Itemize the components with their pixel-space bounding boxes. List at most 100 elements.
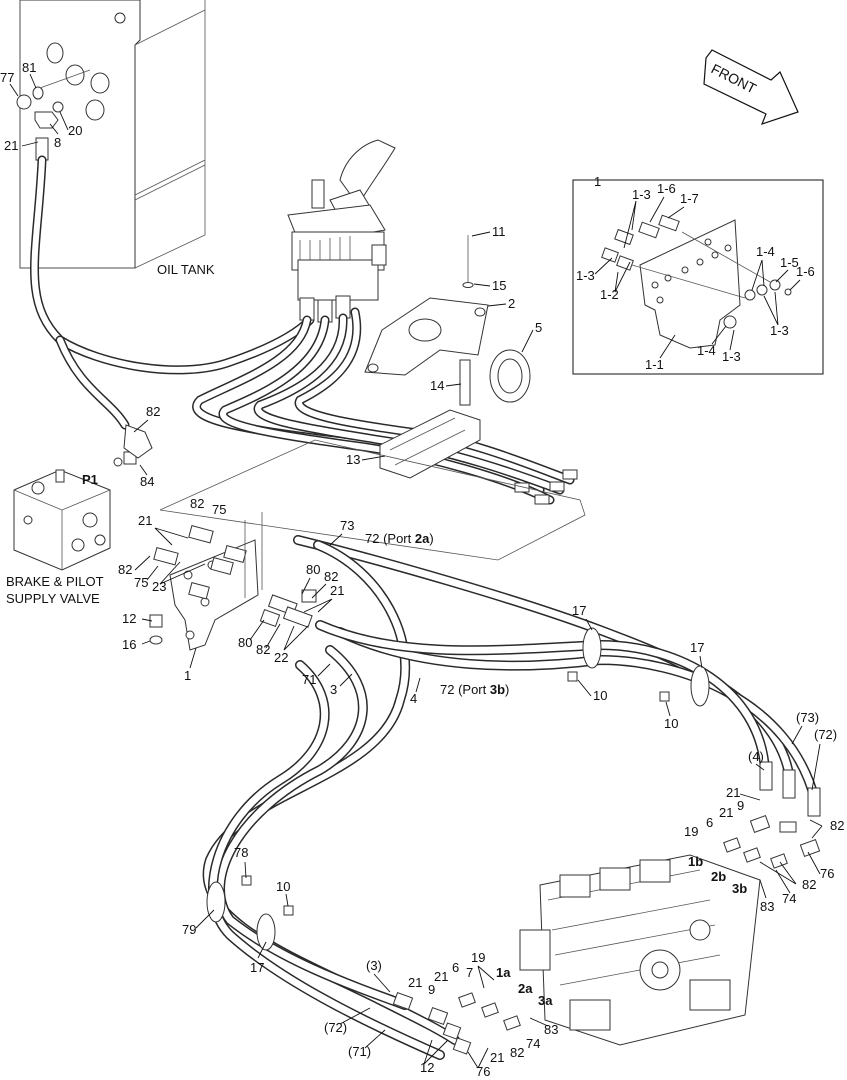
brake-pilot-supply-valve (13, 424, 153, 571)
port-1a: 1a (496, 965, 511, 980)
callout-84: 84 (140, 474, 154, 489)
inset-callout-1-2: 1-2 (600, 287, 619, 302)
callout-21-c: 21 (330, 583, 344, 598)
callout-83-a: 83 (760, 899, 774, 914)
callout-7: 7 (466, 965, 473, 980)
oil-tank-label: OIL TANK (157, 262, 215, 277)
callout-74-b: 74 (526, 1036, 540, 1051)
callout-73: 73 (340, 518, 354, 533)
callout-82-g: 82 (802, 877, 816, 892)
bottom-hose-ends (392, 991, 521, 1055)
callout-19-b: 19 (471, 950, 485, 965)
port-2a-label: 72 (Port 2a) (365, 531, 434, 546)
callout-8: 8 (54, 135, 61, 150)
callout-21-e: 21 (719, 805, 733, 820)
callout-6-b: 6 (452, 960, 459, 975)
inset-callout-1-4-b: 1-4 (697, 343, 716, 358)
callout-82-a: 82 (146, 404, 160, 419)
tank-outlet-fitting (16, 69, 91, 161)
port-2a: 2a (518, 981, 533, 996)
callout-83-b: 83 (544, 1022, 558, 1037)
port-3b-label: 72 (Port 3b) (440, 682, 509, 697)
inset-callout-1: 1 (594, 174, 601, 189)
callout-22: 22 (274, 650, 288, 665)
port-1b: 1b (688, 854, 703, 869)
leader-lines (9, 73, 823, 1069)
callout-4-ref: (4) (748, 749, 764, 764)
callout-21: 21 (4, 138, 18, 153)
callout-15: 15 (492, 278, 506, 293)
inset-callout-1-6-b: 1-6 (796, 264, 815, 279)
callout-71: 71 (302, 672, 316, 687)
callout-11: 11 (492, 224, 506, 239)
callout-2: 2 (508, 296, 515, 311)
callout-17-c: 17 (250, 960, 264, 975)
inset-callout-1-4-a: 1-4 (756, 244, 775, 259)
callout-4: 4 (410, 691, 417, 706)
front-direction-arrow: FRONT (703, 49, 799, 125)
callout-81: 81 (22, 60, 36, 75)
callout-14: 14 (430, 378, 444, 393)
callout-23: 23 (152, 579, 166, 594)
callout-16: 16 (122, 637, 136, 652)
callout-82-c: 82 (118, 562, 132, 577)
hose-clamps (206, 627, 710, 951)
inset-callout-1-1: 1-1 (645, 357, 664, 372)
left-manifold-bracket (149, 512, 317, 651)
callout-75-a: 75 (212, 502, 226, 517)
callout-71-ref: (71) (348, 1044, 371, 1059)
inset-callout-1-3-a: 1-3 (632, 187, 651, 202)
oil-tank (19, 0, 206, 269)
callout-10-a: 10 (593, 688, 607, 703)
callout-73-ref: (73) (796, 710, 819, 725)
callout-19-a: 19 (684, 824, 698, 839)
callout-9-b: 9 (428, 982, 435, 997)
inset-callout-1-3-d: 1-3 (722, 349, 741, 364)
inset-callout-1-3-c: 1-3 (770, 323, 789, 338)
inset-callout-1-3-b: 1-3 (576, 268, 595, 283)
callout-17-b: 17 (690, 640, 704, 655)
callout-20: 20 (68, 123, 82, 138)
callout-12-b: 12 (420, 1060, 434, 1075)
port-3b: 3b (732, 881, 747, 896)
callout-numbers: 77 81 8 20 21 11 15 2 5 14 13 82 84 82 7… (0, 60, 844, 1079)
callout-77: 77 (0, 70, 14, 85)
brake-valve-label-line1: BRAKE & PILOT (6, 574, 104, 589)
callout-12: 12 (122, 611, 136, 626)
inset-callout-1-6-a: 1-6 (657, 181, 676, 196)
callout-21-b: 21 (138, 513, 152, 528)
callout-9-a: 9 (737, 798, 744, 813)
callout-72-ref-a: (72) (814, 727, 837, 742)
callout-80-b: 80 (238, 635, 252, 650)
inset-callout-1-5: 1-5 (780, 255, 799, 270)
callout-21-f: 21 (408, 975, 422, 990)
main-control-valve (519, 854, 761, 1046)
callout-3-ref: (3) (366, 958, 382, 973)
callout-76-b: 76 (476, 1064, 490, 1079)
callout-5: 5 (535, 320, 542, 335)
callout-13: 13 (346, 452, 360, 467)
callout-78: 78 (234, 845, 248, 860)
p1-port-label: P1 (82, 472, 98, 487)
callout-80-a: 80 (306, 562, 320, 577)
callout-3: 3 (330, 682, 337, 697)
brake-valve-label-line2: SUPPLY VALVE (6, 591, 100, 606)
pilot-hose-bundle (192, 307, 578, 505)
port-2b: 2b (711, 869, 726, 884)
callout-21-d: 21 (726, 785, 740, 800)
callout-17-a: 17 (572, 603, 586, 618)
callout-1: 1 (184, 668, 191, 683)
callout-82-f: 82 (830, 818, 844, 833)
callout-21-h: 21 (490, 1050, 504, 1065)
callout-82-d: 82 (324, 569, 338, 584)
callout-10-c: 10 (276, 879, 290, 894)
callout-21-g: 21 (434, 969, 448, 984)
callout-82-h: 82 (510, 1045, 524, 1060)
callout-76-a: 76 (820, 866, 834, 881)
hose-routing-outline (159, 439, 586, 561)
callout-82-b: 82 (190, 496, 204, 511)
pilot-control-valve (287, 139, 396, 323)
callout-6-a: 6 (706, 815, 713, 830)
mounting-bracket-assembly (364, 235, 531, 479)
